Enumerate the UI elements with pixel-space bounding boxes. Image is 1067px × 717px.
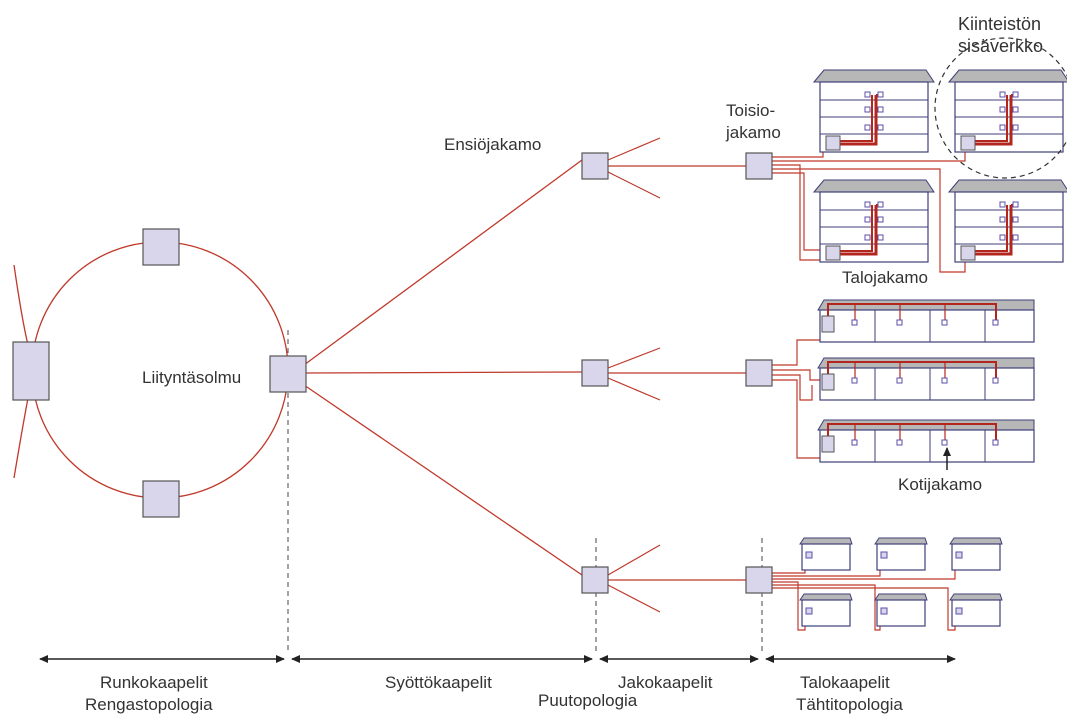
label-toisio-jakamo: jakamo	[726, 123, 781, 142]
cable	[772, 172, 823, 251]
apartment-building	[812, 178, 936, 264]
ring-node-bottom	[142, 480, 180, 518]
row-house	[817, 419, 1035, 463]
secondary-distribution-node-middle	[745, 359, 773, 387]
fan-line	[607, 377, 661, 401]
segment-tahti-topology: Tähtitopologia	[796, 695, 903, 714]
cable	[772, 587, 956, 631]
apartment-building	[947, 178, 1067, 264]
detached-house	[949, 537, 1003, 571]
cable	[772, 374, 813, 401]
apartment-building	[812, 68, 936, 154]
secondary-distribution-node-lower	[745, 566, 773, 594]
ring-node-top	[142, 228, 180, 266]
detached-house	[874, 593, 928, 627]
feeder-cable-lower	[303, 384, 583, 576]
detached-house	[799, 537, 853, 571]
cable	[772, 168, 966, 273]
primary-distribution-node-lower	[581, 566, 609, 594]
cable	[772, 379, 823, 459]
secondary-distribution-node-upper	[745, 152, 773, 180]
feeder-cable-upper	[303, 159, 583, 366]
detached-house	[874, 537, 928, 571]
row-house	[817, 357, 1035, 401]
row-houses	[817, 299, 1035, 463]
label-kiinteiston: Kiinteistön	[958, 14, 1042, 34]
primary-distribution-node-upper	[581, 152, 609, 180]
label-liityntasolmu: Liityntäsolmu	[142, 368, 242, 387]
segment-syotto-cables: Syöttökaapelit	[385, 673, 492, 692]
property-internal-network-boundary	[934, 37, 1067, 179]
access-node	[269, 355, 307, 393]
row-house	[817, 299, 1035, 343]
fan-line	[607, 171, 661, 199]
apartment-building	[947, 68, 1067, 154]
segment-runko-topology: Rengastopologia	[85, 695, 213, 714]
primary-distribution-node-middle	[581, 359, 609, 387]
cable	[772, 369, 822, 381]
segment-jako-cables: Jakokaapelit	[618, 673, 713, 692]
label-talojakamo: Talojakamo	[841, 267, 929, 288]
branch-fans	[607, 137, 746, 613]
network-nodes	[12, 152, 773, 594]
detached-house	[799, 593, 853, 627]
cable	[772, 584, 881, 631]
segment-talo-cables: Talokaapelit	[800, 673, 890, 692]
fan-line	[607, 544, 661, 576]
detached-house	[949, 593, 1003, 627]
ring-node-left	[12, 341, 50, 401]
feeder-cable-middle	[304, 371, 583, 374]
label-sisaverkko: sisäverkko	[958, 36, 1044, 56]
cable	[772, 581, 806, 631]
detached-houses	[799, 537, 1003, 627]
label-ensiojakamo: Ensiöjakamo	[444, 135, 542, 154]
cable	[772, 150, 966, 162]
ring-left-arc-lower	[13, 397, 29, 479]
fan-line	[607, 137, 661, 161]
building-cables-houses	[772, 565, 956, 631]
label-toisio: Toisio-	[726, 101, 776, 120]
feeder-cables	[303, 159, 583, 576]
cable	[772, 150, 824, 158]
cable	[772, 565, 956, 580]
cable	[772, 565, 806, 574]
ring-left-arc-upper	[13, 264, 29, 346]
label-kotijakamo: Kotijakamo	[898, 475, 983, 494]
fan-line	[607, 347, 661, 369]
cable	[772, 164, 824, 261]
segment-dividers	[287, 330, 763, 652]
fan-line	[607, 584, 661, 613]
segment-runko-cables: Runkokaapelit	[100, 673, 208, 692]
segment-puu-topology: Puutopologia	[538, 691, 638, 710]
cable	[772, 330, 823, 366]
building-cables-rowhouses	[772, 330, 823, 459]
